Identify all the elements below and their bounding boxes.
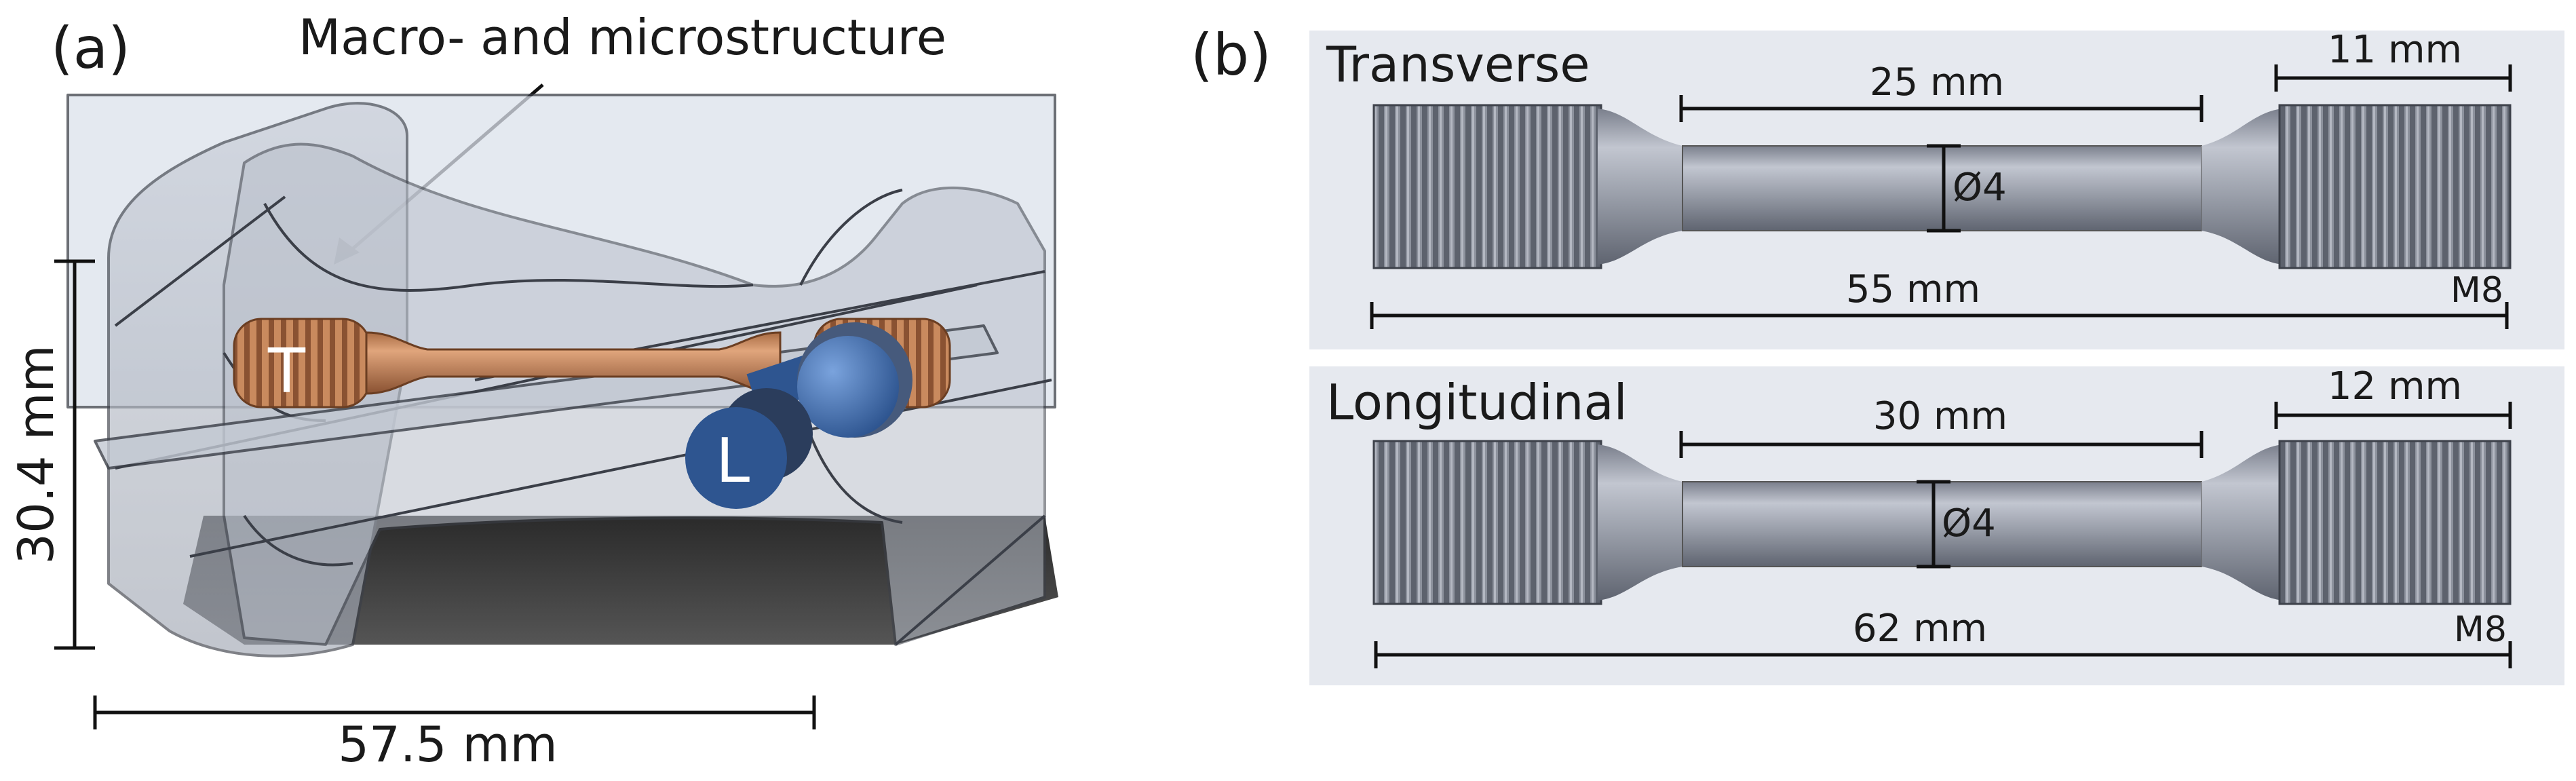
width-dimension-label: 57.5 mm [338, 716, 557, 773]
longitudinal-gauge-length: 30 mm [1873, 394, 2007, 438]
specimen-longitudinal-blue: L [685, 322, 912, 509]
longitudinal-dimensions [1374, 402, 2512, 668]
panel-a-label: (a) [51, 15, 130, 81]
marker-l-label: L [716, 425, 750, 497]
panel-a: (a) Macro- and microstructure [7, 9, 1058, 773]
longitudinal-diameter: Ø4 [1942, 501, 1996, 546]
transverse-drawing: Transverse [1309, 28, 2564, 349]
panel-b-label: (b) [1191, 22, 1271, 88]
longitudinal-thread-spec: M8 [2454, 609, 2507, 650]
height-dimension [54, 259, 95, 650]
transverse-thread-spec: M8 [2450, 270, 2503, 311]
longitudinal-specimen [1372, 440, 2512, 605]
height-dimension-label: 30.4 mm [7, 345, 64, 564]
longitudinal-thread-length: 12 mm [2328, 364, 2462, 408]
transverse-thread-length: 11 mm [2328, 28, 2462, 72]
longitudinal-drawing: Longitudinal [1309, 364, 2564, 685]
ground-shadow [183, 516, 1058, 645]
transverse-total-length: 55 mm [1846, 267, 1980, 311]
panel-b: (b) Transverse [1191, 22, 2564, 685]
transverse-diameter: Ø4 [1953, 166, 2007, 210]
transverse-gauge-length: 25 mm [1870, 60, 2004, 104]
macro-annotation-label: Macro- and microstructure [299, 9, 946, 66]
longitudinal-total-length: 62 mm [1853, 607, 1987, 651]
width-dimension [93, 696, 816, 729]
transverse-title: Transverse [1326, 36, 1590, 93]
longitudinal-title: Longitudinal [1326, 374, 1628, 431]
marker-t-label: T [267, 336, 306, 407]
transverse-dimensions [1370, 64, 2512, 329]
